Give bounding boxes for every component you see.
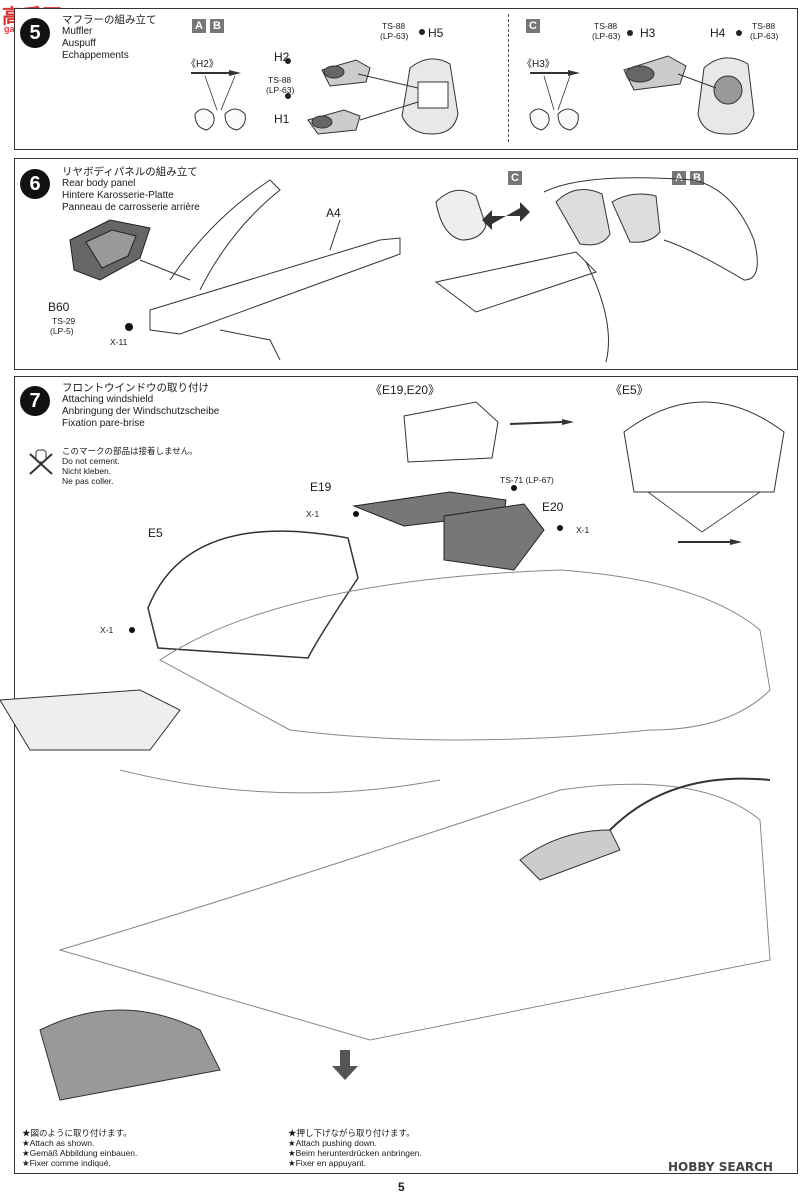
x11-screw-icon: [125, 323, 133, 331]
x11-label: X-11: [110, 337, 128, 347]
h1-label: H1: [274, 112, 290, 126]
h2-paint-ts88: TS-88: [268, 75, 292, 85]
step6-title-jp: リヤボディパネルの組み立て: [62, 166, 198, 178]
x1-label-e5: X-1: [100, 625, 114, 635]
step6-title-de: Hintere Karosserie-Platte: [62, 190, 174, 201]
h2-paint-lp63: (LP-63): [266, 85, 295, 95]
note-right-en: ★Attach pushing down.: [288, 1138, 377, 1148]
no-cement-note: このマークの部品は接着しません。 Do not cement. Nicht kl…: [62, 446, 198, 486]
step6-box-a: A: [672, 171, 686, 185]
step7-title-de: Anbringung der Windschutzscheibe: [62, 406, 220, 417]
step5-title-fr: Echappements: [62, 50, 129, 61]
b60-label: B60: [48, 300, 70, 314]
h3-callout: 《H3》: [522, 59, 555, 70]
step6-box-c: C: [508, 171, 522, 185]
step5-title-en: Muffler: [62, 26, 93, 37]
hobby-search-brand: HOBBY SEARCH: [668, 1160, 773, 1174]
b60-ts29: TS-29: [52, 316, 76, 326]
e5-label: E5: [148, 526, 163, 540]
muffler-c-drawing: [623, 30, 755, 135]
note-right-de: ★Beim herunterdrücken anbringen.: [288, 1148, 422, 1158]
step5-badge: 5: [20, 18, 50, 48]
b60-lp5: (LP-5): [50, 326, 74, 336]
h5-paint-ts88: TS-88: [382, 21, 406, 31]
h4-label: H4: [710, 26, 726, 40]
step7-title-jp: フロントウインドウの取り付け: [62, 382, 209, 394]
step7-badge: 7: [20, 386, 50, 416]
step5-title-de: Auspuff: [62, 38, 96, 49]
step6-title-fr: Panneau de carrosserie arrière: [62, 202, 200, 213]
h3-paint-ts88: TS-88: [594, 21, 618, 31]
x1-label-e20: X-1: [576, 525, 590, 535]
step5-box-b: B: [210, 19, 224, 33]
note-attach-as-shown: ★図のように取り付けます。 ★Attach as shown. ★Gemäß A…: [22, 1128, 137, 1168]
step7-title-en: Attaching windshield: [62, 394, 154, 405]
e20-label: E20: [542, 500, 564, 514]
windshield-assembly-drawing: [0, 485, 771, 1101]
h5-paint-lp63: (LP-63): [380, 31, 409, 41]
h3-detail-drawing: [529, 70, 580, 131]
step5-box-c: C: [526, 19, 540, 33]
step5-divider: [508, 14, 509, 142]
h2-detail-drawing: [191, 70, 246, 131]
no-cement-jp: このマークの部品は接着しません。: [62, 446, 198, 456]
step6-title: リヤボディパネルの組み立て Rear body panel Hintere Ka…: [62, 166, 200, 214]
e5-callout: 《E5》: [610, 383, 649, 397]
note-left-jp: ★図のように取り付けます。: [22, 1128, 132, 1138]
step7-title-fr: Fixation pare-brise: [62, 418, 145, 429]
h2-callout: 《H2》: [186, 59, 219, 70]
x1-label-e19: X-1: [306, 509, 320, 519]
step5-title: マフラーの組み立て Muffler Auspuff Echappements: [62, 14, 157, 62]
rear-body-drawing: [434, 177, 758, 363]
page-number: 5: [398, 1180, 405, 1194]
e19-label: E19: [310, 480, 332, 494]
step6-panel: [14, 158, 798, 370]
h3-paint-lp63: (LP-63): [592, 31, 621, 41]
muffler-ab-drawing: [285, 29, 459, 135]
note-left-de: ★Gemäß Abbildung einbauen.: [22, 1148, 138, 1158]
note-right-jp: ★押し下げながら取り付けます。: [288, 1128, 415, 1138]
h5-label: H5: [428, 26, 444, 40]
e5-detail-drawing: [623, 401, 785, 545]
e19e20-detail-drawing: [403, 401, 574, 463]
step5-title-jp: マフラーの組み立て: [62, 14, 157, 26]
rear-panel-drawing: [69, 179, 401, 361]
h3-label: H3: [640, 26, 656, 40]
no-cement-en: Do not cement.: [62, 456, 120, 466]
h4-paint-lp63: (LP-63): [750, 31, 779, 41]
step5-box-a: A: [192, 19, 206, 33]
no-cement-de: Nicht kleben.: [62, 466, 112, 476]
note-right-fr: ★Fixer en appuyant.: [288, 1158, 367, 1168]
note-left-en: ★Attach as shown.: [22, 1138, 95, 1148]
a4-label: A4: [326, 206, 341, 220]
no-cement-icon: [29, 449, 53, 475]
no-cement-fr: Ne pas coller.: [62, 476, 114, 486]
h4-paint-ts88: TS-88: [752, 21, 776, 31]
note-left-fr: ★Fixer comme indiqué.: [22, 1158, 111, 1168]
step6-title-en: Rear body panel: [62, 178, 136, 189]
step6-badge: 6: [20, 169, 50, 199]
step7-title: フロントウインドウの取り付け Attaching windshield Anbr…: [62, 382, 219, 430]
ts71-label: TS-71 (LP-67): [500, 475, 554, 485]
e19e20-callout: 《E19,E20》: [370, 383, 441, 397]
note-attach-pushing-down: ★押し下げながら取り付けます。 ★Attach pushing down. ★B…: [288, 1128, 422, 1168]
